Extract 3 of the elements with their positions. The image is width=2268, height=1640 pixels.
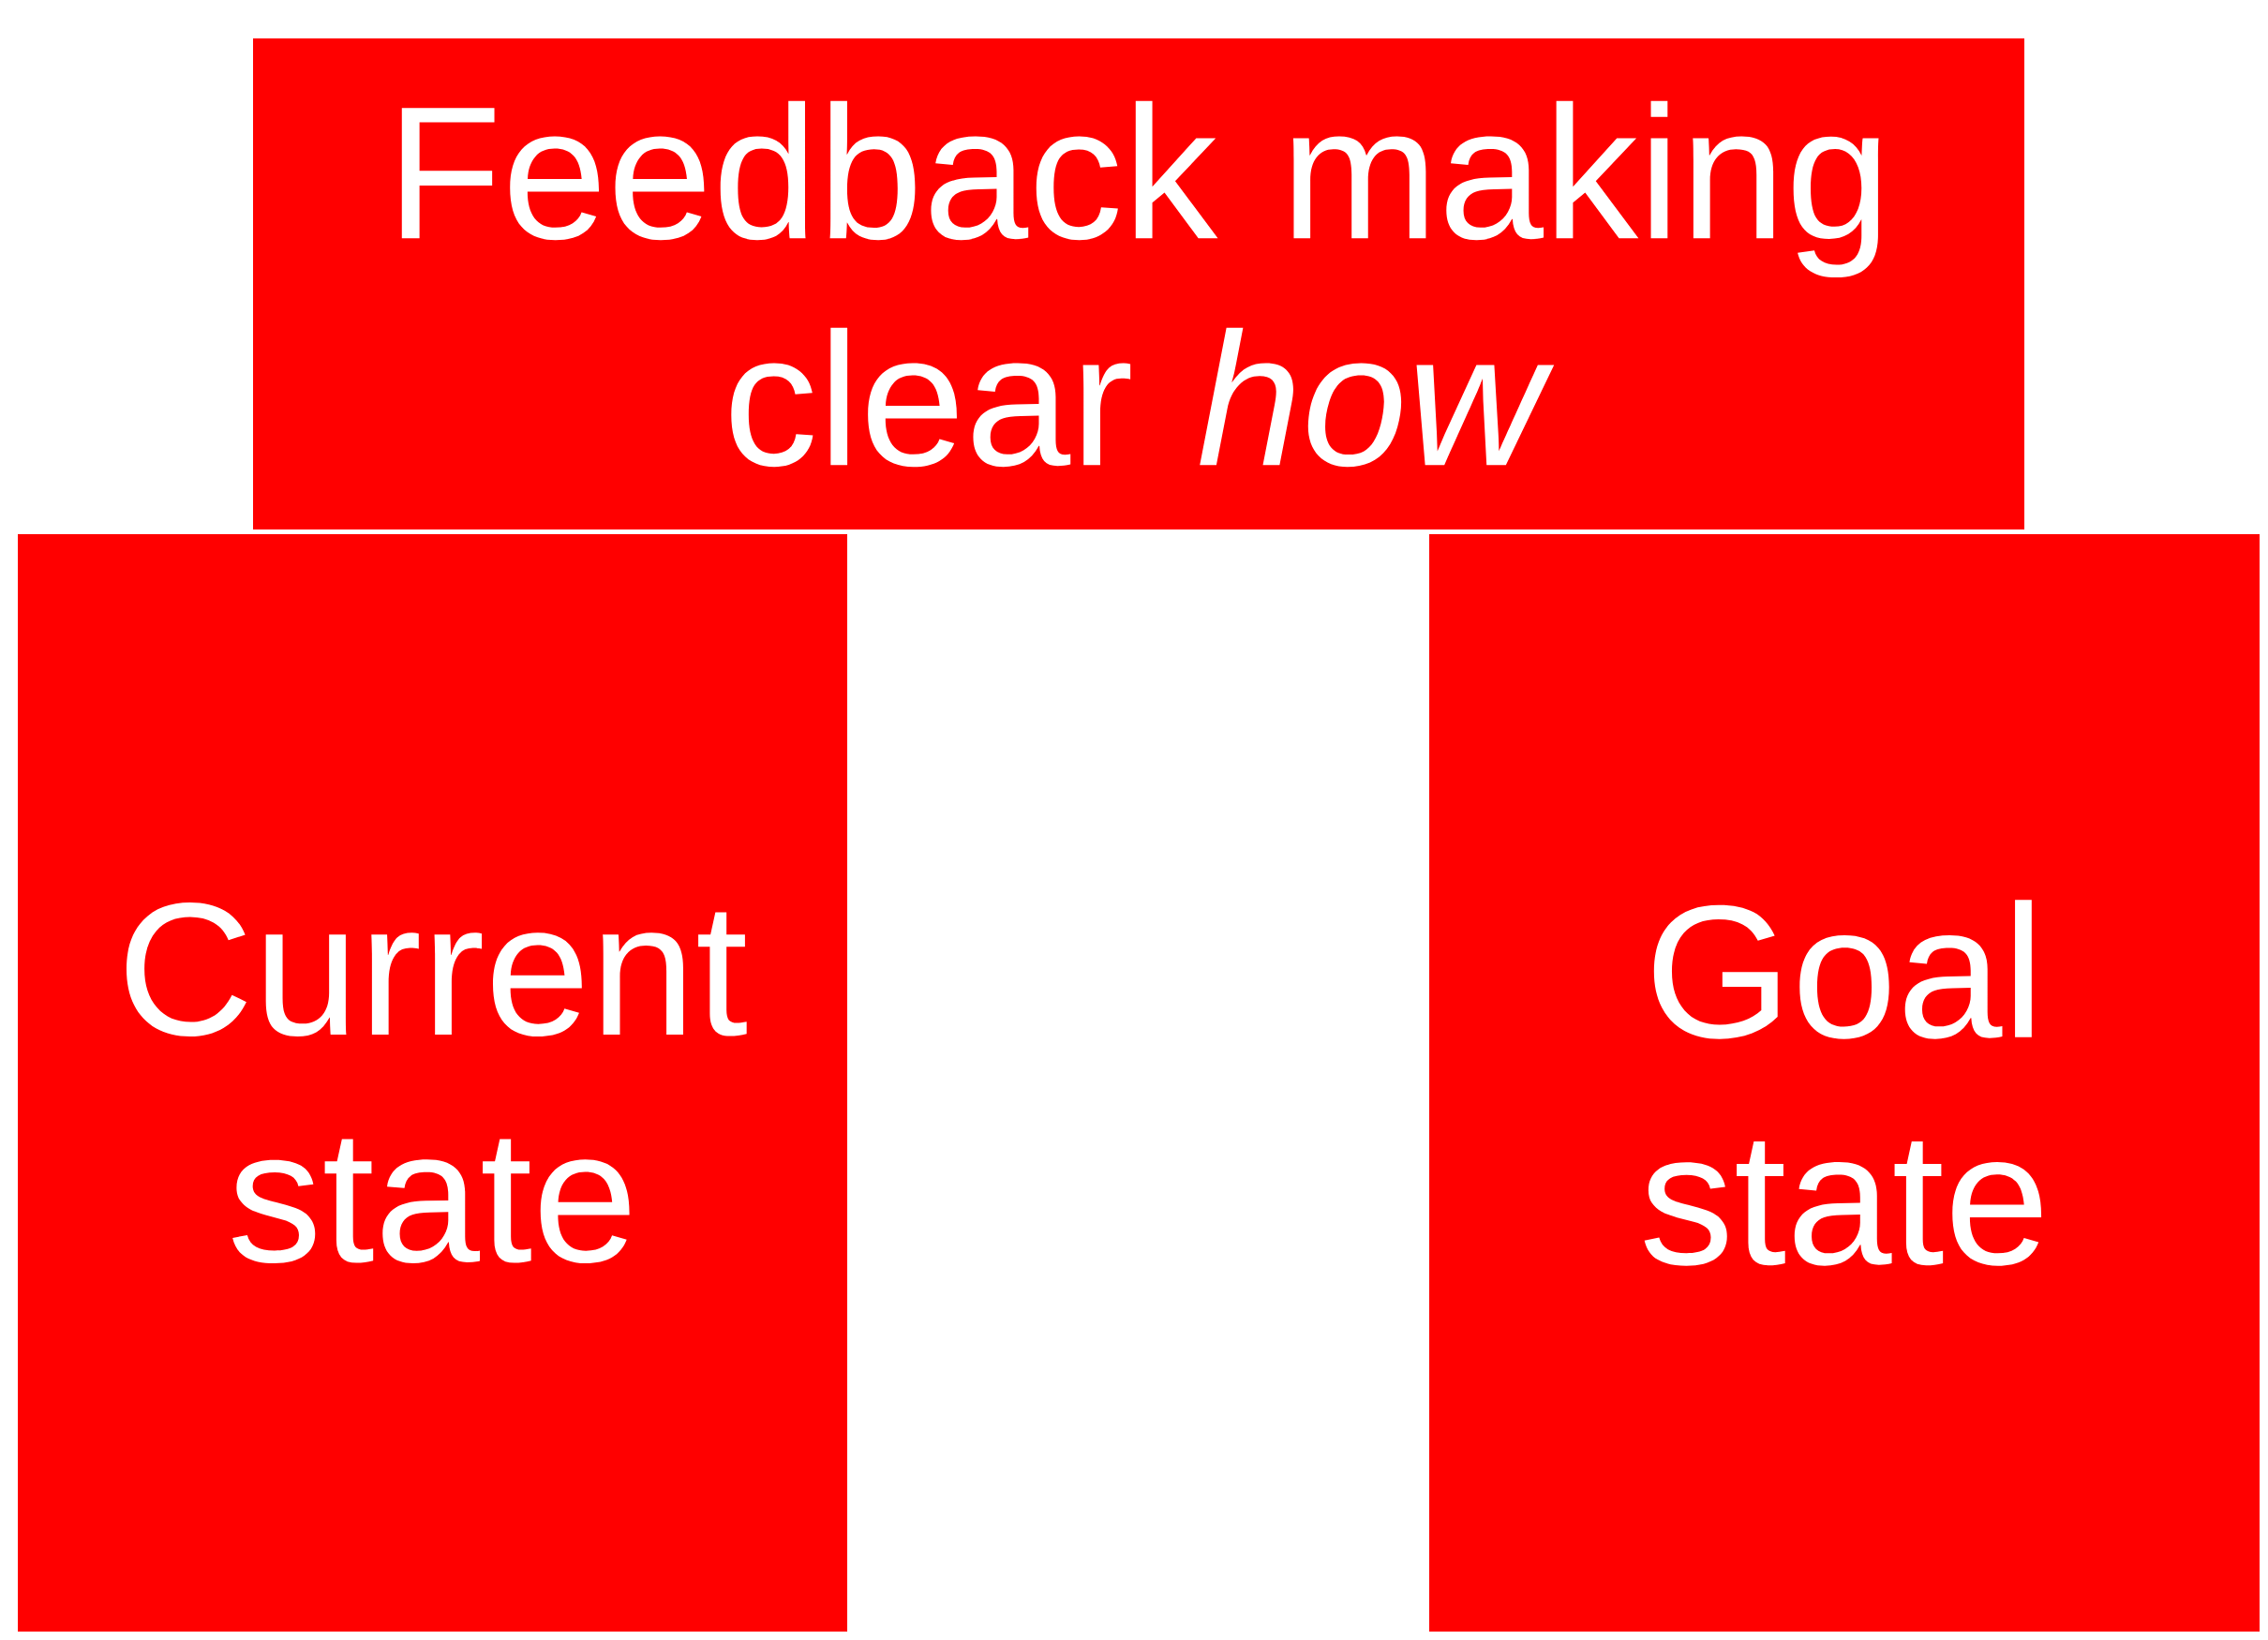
state-box: Current state [18, 534, 847, 1632]
heading-box: Feedback making clear how [253, 38, 2024, 529]
state-box: Goal state [1429, 534, 2260, 1632]
